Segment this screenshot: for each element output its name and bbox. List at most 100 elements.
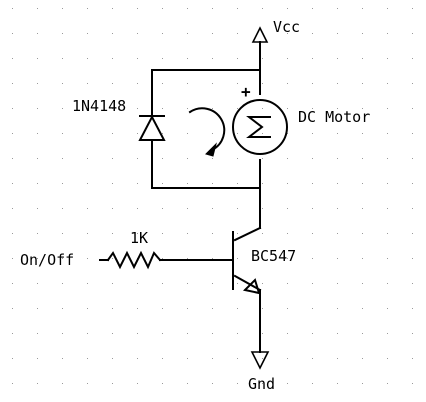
grid-dot (312, 383, 313, 384)
grid-dot (37, 383, 38, 384)
grid-dot (162, 358, 163, 359)
grid-dot (237, 183, 238, 184)
grid-dot (87, 208, 88, 209)
grid-dot (237, 383, 238, 384)
grid-dot (37, 258, 38, 259)
grid-dot (312, 33, 313, 34)
grid-dot (87, 158, 88, 159)
grid-dot (62, 108, 63, 109)
grid-dot (387, 108, 388, 109)
grid-dot (237, 83, 238, 84)
vcc-terminal: Vcc (251, 18, 300, 43)
grid-dot (287, 358, 288, 359)
grid-dot (362, 33, 363, 34)
grid-dot (162, 283, 163, 284)
grid-dot (412, 183, 413, 184)
grid-dot (312, 233, 313, 234)
transistor-emitter-lead (233, 274, 262, 292)
grid-dot (312, 8, 313, 9)
grid-dot (312, 83, 313, 84)
grid-dot (162, 308, 163, 309)
grid-dot (262, 58, 263, 59)
grid-dot (137, 83, 138, 84)
grid-dot (112, 208, 113, 209)
grid-dot (362, 108, 363, 109)
grid-dot (362, 358, 363, 359)
grid-dot (237, 258, 238, 259)
grid-dot (337, 33, 338, 34)
grid-dot (162, 158, 163, 159)
grid-dot (187, 58, 188, 59)
grid-dot (137, 208, 138, 209)
grid-dot (162, 83, 163, 84)
motor-plus-label: + (241, 82, 251, 101)
grid-dot (12, 208, 13, 209)
grid-dot (12, 83, 13, 84)
grid-dot (237, 158, 238, 159)
grid-dot (62, 383, 63, 384)
grid-dot (112, 333, 113, 334)
grid-dot (62, 158, 63, 159)
grid-dot (12, 333, 13, 334)
grid-dot (412, 358, 413, 359)
grid-dot (287, 83, 288, 84)
grid-dot (212, 208, 213, 209)
grid-dot (62, 208, 63, 209)
grid-dot (187, 133, 188, 134)
grid-dot (62, 358, 63, 359)
grid-dot (312, 258, 313, 259)
grid-dot (62, 133, 63, 134)
grid-dot (412, 83, 413, 84)
grid-dot (337, 308, 338, 309)
grid-dot (362, 83, 363, 84)
grid-dot (287, 308, 288, 309)
grid-dot (312, 183, 313, 184)
grid-dot (287, 8, 288, 9)
grid-dot (237, 283, 238, 284)
grid-dot (87, 58, 88, 59)
grid-dot (262, 283, 263, 284)
grid-dot (362, 208, 363, 209)
grid-dot (287, 133, 288, 134)
grid-dot (12, 183, 13, 184)
grid-dot (87, 383, 88, 384)
grid-dot (12, 108, 13, 109)
transistor-bc547: BC547 (232, 231, 296, 295)
grid-dot (87, 108, 88, 109)
grid-dot (262, 83, 263, 84)
grid-dot (262, 358, 263, 359)
grid-dot (387, 283, 388, 284)
grid-dot (162, 58, 163, 59)
grid-dot (187, 8, 188, 9)
grid-dot (37, 133, 38, 134)
grid-dot (412, 383, 413, 384)
grid-dot (312, 158, 313, 159)
grid-dot (187, 383, 188, 384)
ground-symbol (250, 351, 270, 370)
grid-dot (87, 333, 88, 334)
grid-dot (412, 108, 413, 109)
grid-dot (37, 233, 38, 234)
grid-dot (112, 183, 113, 184)
resistor-label: 1K (130, 229, 148, 247)
grid-dot (412, 8, 413, 9)
grid-dot (12, 383, 13, 384)
grid-dot (362, 308, 363, 309)
grid-dot (312, 108, 313, 109)
grid-dot (387, 383, 388, 384)
grid-dot (62, 83, 63, 84)
grid-dot (162, 233, 163, 234)
grid-dot (262, 108, 263, 109)
grid-dot (187, 258, 188, 259)
wires (99, 41, 262, 353)
grid-dot (187, 83, 188, 84)
grid-dot (287, 258, 288, 259)
grid-dot (287, 33, 288, 34)
grid-dot (262, 183, 263, 184)
grid-dot (412, 133, 413, 134)
grid-dot (212, 133, 213, 134)
motor-winding-symbol (246, 116, 271, 138)
grid-dot (37, 283, 38, 284)
grid-dot (337, 358, 338, 359)
grid-dot (337, 383, 338, 384)
